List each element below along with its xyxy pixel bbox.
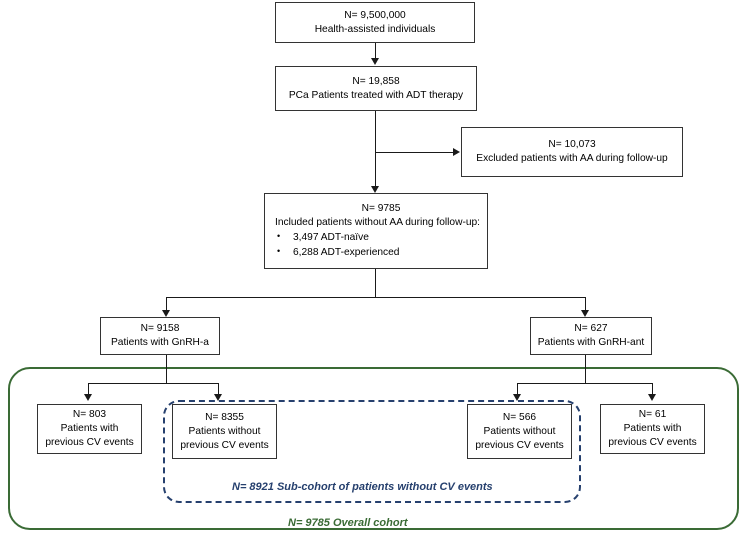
arrow-to-gnrh-a-without-cv xyxy=(213,394,222,401)
connector-gnrh-a-down xyxy=(166,355,167,383)
arrow-to-gnrh-ant xyxy=(580,310,589,317)
connector-gnrh-ant-down xyxy=(585,355,586,383)
node-adt-treated: N= 19,858 PCa Patients treated with ADT … xyxy=(275,66,477,111)
node-gnrh-ant-with-cv-desc-2: previous CV events xyxy=(608,437,697,448)
node-gnrh-a-with-cv: N= 803 Patients with previous CV events xyxy=(37,404,142,454)
node-gnrh-a-with-cv-count: N= 803 xyxy=(72,409,107,420)
node-excluded-aa-count: N= 10,073 xyxy=(548,139,596,150)
node-gnrh-a-without-cv-count: N= 8355 xyxy=(205,411,244,423)
node-gnrh-ant-count: N= 627 xyxy=(574,323,608,334)
connector-to-gnrh-a-without-cv xyxy=(218,383,219,396)
node-gnrh-a-without-cv-desc-1: Patients without xyxy=(188,425,261,437)
node-adt-treated-desc: PCa Patients treated with ADT therapy xyxy=(288,89,464,101)
node-gnrh-a-with-cv-desc-2: previous CV events xyxy=(45,437,134,448)
node-gnrh-ant-without-cv: N= 566 Patients without previous CV even… xyxy=(467,404,572,459)
arrow-to-gnrh-a xyxy=(161,310,170,317)
node-adt-treated-count: N= 19,858 xyxy=(352,75,400,87)
node-gnrh-a-with-cv-desc-1: Patients with xyxy=(60,423,119,434)
node-gnrh-ant-with-cv-desc-1: Patients with xyxy=(623,423,682,434)
arrow-to-gnrh-a-with-cv xyxy=(83,394,92,401)
node-included-no-aa-bullet-1: 6,288 ADT-experienced xyxy=(275,244,487,260)
node-included-no-aa: N= 9785 Included patients without AA dur… xyxy=(264,193,488,269)
node-gnrh-ant-without-cv-count: N= 566 xyxy=(502,411,537,423)
node-source-population-desc: Health-assisted individuals xyxy=(314,23,436,35)
node-gnrh-ant: N= 627 Patients with GnRH-ant xyxy=(530,317,652,355)
node-source-population-count: N= 9,500,000 xyxy=(344,9,406,21)
connector-split-to-gnrh-ant xyxy=(585,297,586,312)
node-gnrh-a-without-cv-desc-2: previous CV events xyxy=(180,439,269,451)
connector-source-to-adt xyxy=(375,42,376,59)
node-source-population: N= 9,500,000 Health-assisted individuals xyxy=(275,2,475,43)
node-included-no-aa-count: N= 9785 xyxy=(361,203,401,214)
node-gnrh-ant-with-cv-count: N= 61 xyxy=(638,409,667,420)
node-excluded-aa: N= 10,073 Excluded patients with AA duri… xyxy=(461,127,683,177)
arrow-source-to-adt xyxy=(370,58,379,65)
node-gnrh-ant-with-cv: N= 61 Patients with previous CV events xyxy=(600,404,705,454)
node-gnrh-a-count: N= 9158 xyxy=(140,323,180,334)
connector-to-excluded xyxy=(375,152,453,153)
arrow-to-gnrh-ant-with-cv xyxy=(647,394,656,401)
connector-included-down xyxy=(375,269,376,297)
connector-gnrh-split xyxy=(166,297,585,298)
arrow-to-excluded xyxy=(453,147,460,156)
overall-cohort-frame xyxy=(8,367,739,530)
connector-to-gnrh-ant-without-cv xyxy=(517,383,518,396)
arrow-to-gnrh-ant-without-cv xyxy=(512,394,521,401)
node-included-no-aa-bullets: 3,497 ADT-naïve 6,288 ADT-experienced xyxy=(275,229,487,260)
arrow-adt-to-included xyxy=(370,186,379,193)
node-included-no-aa-desc: Included patients without AA during foll… xyxy=(275,217,481,228)
node-excluded-aa-desc: Excluded patients with AA during follow-… xyxy=(476,153,668,164)
connector-to-gnrh-a-with-cv xyxy=(88,383,89,396)
node-gnrh-a: N= 9158 Patients with GnRH-a xyxy=(100,317,220,355)
node-gnrh-ant-without-cv-desc-2: previous CV events xyxy=(475,439,564,451)
connector-split-to-gnrh-a xyxy=(166,297,167,312)
connector-gnrh-a-split xyxy=(88,383,218,384)
subcohort-label: N= 8921 Sub-cohort of patients without C… xyxy=(232,481,493,493)
connector-gnrh-ant-split xyxy=(517,383,652,384)
node-included-no-aa-bullet-0: 3,497 ADT-naïve xyxy=(275,229,487,245)
overall-cohort-label: N= 9785 Overall cohort xyxy=(288,517,408,529)
subcohort-frame xyxy=(163,400,581,503)
node-gnrh-ant-without-cv-desc-1: Patients without xyxy=(483,425,556,437)
connector-to-gnrh-ant-with-cv xyxy=(652,383,653,396)
node-gnrh-a-without-cv: N= 8355 Patients without previous CV eve… xyxy=(172,404,277,459)
node-gnrh-ant-desc: Patients with GnRH-ant xyxy=(537,337,645,348)
node-gnrh-a-desc: Patients with GnRH-a xyxy=(111,337,209,348)
connector-adt-trunk xyxy=(375,110,376,189)
